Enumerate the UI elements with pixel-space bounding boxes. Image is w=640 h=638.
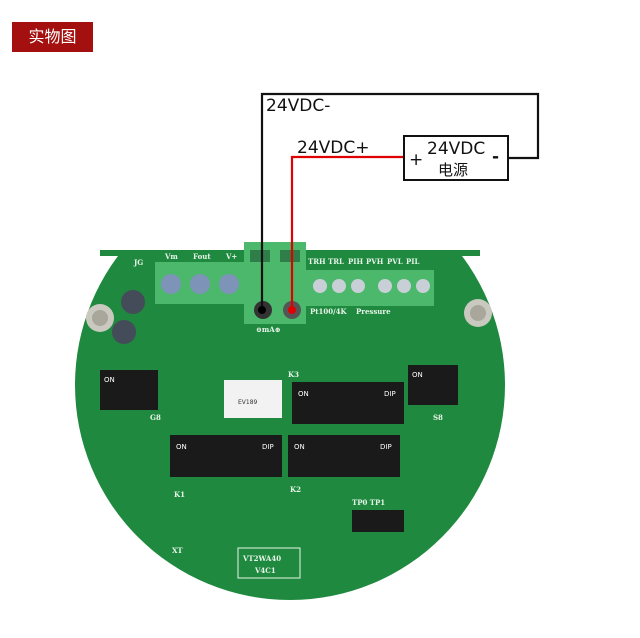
dip-on-label: ON <box>298 390 309 398</box>
title-badge: 实物图 <box>12 22 93 52</box>
positive-wire <box>290 155 404 312</box>
label-pvh: PVH <box>366 257 384 266</box>
negative-wire-label: 24VDC- <box>266 96 330 116</box>
model-line2: V4C1 <box>254 566 276 575</box>
dip-on-label: ON <box>176 443 187 451</box>
capacitor <box>121 290 145 314</box>
dip-on-label: ON <box>412 371 423 379</box>
label-k3: K3 <box>288 370 299 379</box>
dip-on-label: ON <box>104 376 115 384</box>
label-pressure: Pressure <box>356 307 391 316</box>
label-pvl: PVL <box>387 257 403 266</box>
dip-switch-k1[interactable]: ON DIP K1 <box>170 435 282 499</box>
optocoupler-chip: EV189 <box>224 380 282 418</box>
power-supply-name: 电源 <box>438 161 468 179</box>
label-s8: S8 <box>433 413 443 422</box>
positive-wire-label: 24VDC+ <box>297 138 369 158</box>
negative-wire <box>260 92 540 310</box>
power-supply-plus: + <box>409 150 423 170</box>
label-k2: K2 <box>290 485 301 494</box>
label-pil: PIL <box>406 257 420 266</box>
power-supply-voltage: 24VDC <box>427 139 485 159</box>
chip-label: EV189 <box>238 399 258 406</box>
model-line1: VT2WA40 <box>242 554 281 563</box>
dip-label: DIP <box>262 443 274 451</box>
label-pt100: Pt100/4K <box>310 307 348 316</box>
dip-switch-k2[interactable]: ON DIP K2 <box>288 435 400 494</box>
dip-switch-k3[interactable]: ON DIP K3 <box>288 370 404 424</box>
pcb-board: Vm Fout V+ JG TRH TRL PIH PVH PVL PIL ⊖m… <box>75 242 505 600</box>
dip-label: DIP <box>380 443 392 451</box>
label-trl: TRL <box>328 257 344 266</box>
label-k1: K1 <box>174 490 185 499</box>
dip-label: DIP <box>384 390 396 398</box>
power-supply-box: 24VDC 电源 + - <box>403 135 509 181</box>
label-pih: PIH <box>348 257 364 266</box>
label-header: TP0 TP1 <box>352 498 385 507</box>
dip-on-label: ON <box>294 443 305 451</box>
power-supply-minus: - <box>492 147 499 167</box>
label-jg: JG <box>133 258 143 267</box>
label-xt: XT <box>172 546 183 555</box>
label-vm: Vm <box>164 252 178 261</box>
label-trh: TRH <box>308 257 326 266</box>
pin-header <box>352 510 404 532</box>
label-fout: Fout <box>193 252 211 261</box>
label-vplus: V+ <box>225 252 237 261</box>
dip-switch-s8[interactable]: ON S8 <box>408 365 458 422</box>
dip-switch-g8[interactable]: ON G8 <box>100 370 161 422</box>
label-ma: ⊖mA⊕ <box>256 325 281 334</box>
capacitor <box>112 320 136 344</box>
label-g8: G8 <box>150 413 161 422</box>
